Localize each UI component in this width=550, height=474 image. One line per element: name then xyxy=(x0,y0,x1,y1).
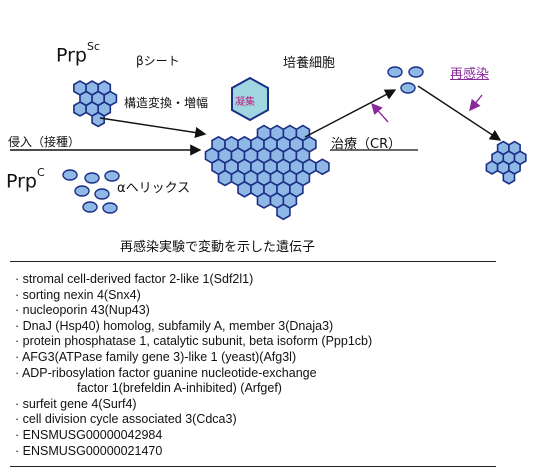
treatment-arrow xyxy=(304,89,397,138)
hexagon-unit xyxy=(485,160,499,175)
hexagon-unit xyxy=(237,180,252,198)
gene-list: · stromal cell-derived factor 2-like 1(S… xyxy=(15,272,372,459)
purple-arrow-right xyxy=(469,94,483,112)
gene-item: · protein phosphatase 1, catalytic subun… xyxy=(15,334,373,349)
gene-item: · DnaJ (Hsp40) homolog, subfamily A, mem… xyxy=(15,318,334,333)
treatment-label: 治療（CR） xyxy=(331,137,402,152)
gene-item-continued: factor 1(brefeldin A-inhibited) (Arfgef) xyxy=(77,381,282,396)
prp-c-oval xyxy=(104,170,120,182)
conversion-arrow xyxy=(99,117,207,139)
reinfection-label: 再感染 xyxy=(450,67,490,82)
prp-c-oval xyxy=(84,172,100,184)
gene-item: · ENSMUSG00000021470 xyxy=(15,443,163,458)
aggregated-hex-cluster xyxy=(204,124,330,221)
prp-c-oval xyxy=(62,169,78,181)
reinfection-ovals xyxy=(387,66,424,94)
prp-c-oval xyxy=(94,188,110,200)
hexagon-unit xyxy=(217,169,233,187)
top-divider xyxy=(10,261,496,262)
gene-item: · stromal cell-derived factor 2-like 1(S… xyxy=(15,272,254,286)
hexagon-unit xyxy=(502,169,516,185)
prp-c-ovals xyxy=(62,169,120,214)
alpha-helix-label: αヘリックス xyxy=(117,181,191,196)
prp-sc-hex-cluster xyxy=(73,80,118,128)
hexagon-unit xyxy=(91,111,105,128)
hexagon-unit xyxy=(315,158,330,176)
hexagon-unit xyxy=(256,192,272,209)
aggregation-label: 凝集 xyxy=(235,97,255,108)
prp-c-oval xyxy=(74,185,90,197)
gene-item: · nucleoporin 43(Nup43) xyxy=(15,303,150,318)
structure-change-label: 構造変換・増幅 xyxy=(124,96,209,110)
aggregation-hexagon xyxy=(231,76,269,122)
invasion-label: 侵入（接種） xyxy=(8,135,81,149)
gene-item: · AFG3(ATPase family gene 3)-like 1 (yea… xyxy=(15,349,297,364)
reinfection-arrow xyxy=(417,85,502,141)
gene-item: · cell division cycle associated 3(Cdca3… xyxy=(15,412,237,427)
cultured-cells-label: 培養細胞 xyxy=(283,56,336,71)
gene-list-caption: 再感染実験で変動を示した遺伝子 xyxy=(120,240,316,255)
gene-item: · sorting nexin 4(Snx4) xyxy=(15,287,141,302)
prion-infection-diagram xyxy=(10,66,527,221)
prp-c-oval xyxy=(102,202,118,214)
gene-item: · ADP-ribosylation factor guanine nucleo… xyxy=(15,365,317,380)
prp-c-label: PrpC xyxy=(6,166,45,193)
gene-item: · surfeit gene 4(Surf4) xyxy=(15,396,137,411)
purple-arrow-left xyxy=(371,102,389,123)
hexagon-unit xyxy=(73,101,87,117)
prp-c-oval xyxy=(408,66,424,78)
gene-item: · ENSMUSG00000042984 xyxy=(15,427,163,442)
bottom-divider xyxy=(10,466,496,467)
prp-c-oval xyxy=(82,201,98,213)
reinfected-hex-cluster xyxy=(485,140,527,185)
prp-c-oval xyxy=(387,66,403,78)
prp-sc-label: PrpSc xyxy=(56,40,101,67)
hexagon-unit xyxy=(276,203,291,221)
prp-c-oval xyxy=(400,82,416,94)
beta-sheet-label: βシート xyxy=(136,54,180,68)
